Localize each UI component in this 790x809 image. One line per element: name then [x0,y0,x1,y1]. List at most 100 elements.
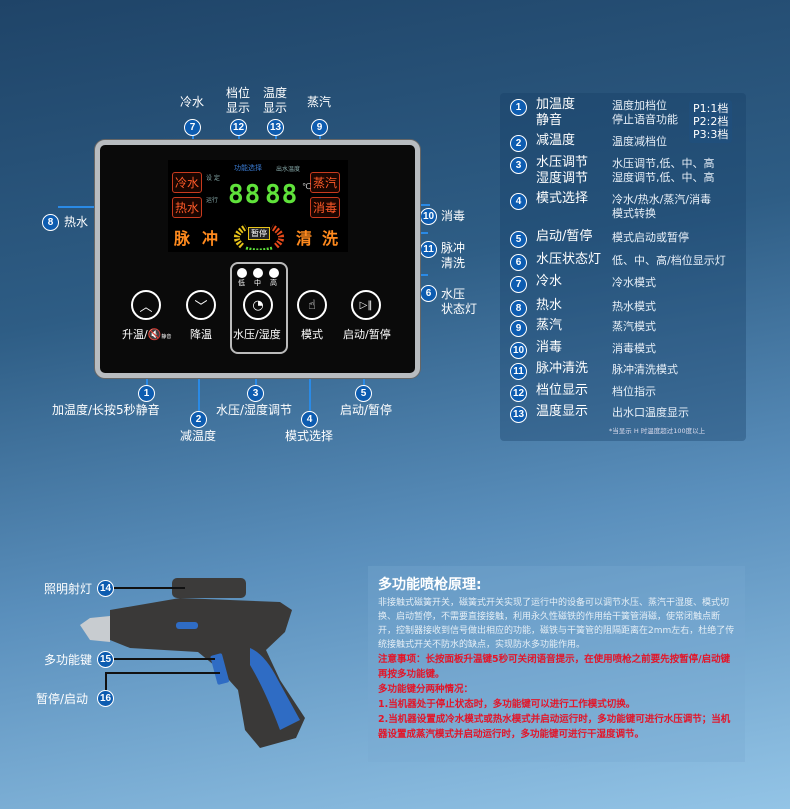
legend-value-line: 冷水模式 [612,276,656,289]
legend-marker: 11 [510,363,527,380]
legend-marker: 7 [510,276,527,293]
legend-marker: 12 [510,385,527,402]
mode-hot-indicator: 热水 [172,197,203,218]
info-case-1: 1.当机器处于停止状态时，多功能键可以进行工作模式切换。 [378,699,636,710]
marker-6: 6 [420,285,437,302]
gear-p3: P3:3档 [693,128,729,141]
callout-label: 多功能键 [44,653,93,667]
light-high-label: 高 [270,279,277,287]
legend-key: 热水 [536,298,562,314]
chevron-down-icon: ﹀ [194,299,208,315]
mode-disinfect-indicator: 消毒 [310,197,341,218]
chevron-up-icon: ︿ [139,299,153,315]
callout-label: 减温度 [180,429,217,443]
marker-8: 8 [42,214,59,231]
temp-down-button[interactable]: ﹀ [186,290,216,320]
legend-value-line: 冷水/热水/蒸汽/消毒 [612,193,712,206]
legend-value: 消毒模式 [612,342,656,356]
callout-label: 冷水 [180,95,205,109]
pressure-group [230,262,288,354]
marker-7: 7 [184,119,201,136]
legend-key: 脉冲清洗 [536,361,588,377]
legend-value: 冷水模式 [612,276,656,290]
legend-key-line: 蒸汽 [536,318,563,333]
legend-key: 水压状态灯 [536,252,601,268]
temp-up-button[interactable]: ︿ [131,290,161,320]
callout-label: 显示 [263,101,288,115]
spray-gun-image [80,578,305,748]
marker-16: 16 [97,690,114,707]
callout-line [110,658,215,660]
gear-p1: P1:1档 [693,102,729,115]
play-pause-icon: ▷‖ [359,299,373,311]
legend-key-line: 减温度 [536,133,576,148]
legend-key-line: 湿度调节 [536,171,589,186]
callout-label: 显示 [226,101,251,115]
light-low-label: 低 [238,279,245,287]
legend-note: *当显示 H 时温度超过100度以上 [609,427,706,435]
marker-12: 12 [230,119,247,136]
level-arc-icon [233,224,285,250]
legend-value-line: 温度减档位 [612,135,667,148]
legend-value-line: 模式转换 [612,207,656,220]
lcd-display: 冷水 热水 蒸汽 消毒 设 定 运行 功能选择 出水温度 88 88 ℃ 脉 冲… [168,160,348,252]
legend-value: 蒸汽模式 [612,320,656,334]
legend-value-line: 热水模式 [612,300,656,313]
pressure-humidity-label: 水压/湿度 [233,328,281,341]
info-body: 非接触式磁簧开关，磁簧式开关实现了运行中的设备可以调节水压、蒸汽干湿度、模式切换… [378,598,735,650]
legend-value-line: 档位指示 [612,385,656,398]
legend-marker: 9 [510,320,527,337]
callout-label: 清洗 [441,256,466,270]
legend-key-line: 水压状态灯 [536,252,602,267]
legend-key-line: 消毒 [536,340,563,355]
legend-value: 水压调节,低、中、高湿度调节,低、中、高 [612,157,715,185]
legend-marker: 8 [510,300,527,317]
legend-key: 减温度 [536,133,575,149]
mode-steam-indicator: 蒸汽 [310,172,341,193]
legend-marker: 3 [510,157,527,174]
legend-marker: 6 [510,254,527,271]
mode-cold-indicator: 冷水 [172,172,203,193]
marker-1: 1 [138,385,155,402]
pressure-humidity-button[interactable]: ◔ [243,290,273,320]
legend-key: 档位显示 [536,383,588,399]
marker-15: 15 [97,651,114,668]
mode-button[interactable]: ☝ [297,290,327,320]
callout-line [105,672,107,697]
legend-key: 水压调节湿度调节 [536,155,588,187]
callout-line [198,348,200,414]
legend-value-line: 温度加档位 [612,99,667,112]
legend-value: 模式启动或暂停 [612,231,689,245]
legend-value: 热水模式 [612,300,656,314]
pulse-char: 脉 [174,229,191,248]
clean-char: 清 [296,229,313,248]
legend-key-line: 冷水 [536,274,563,289]
pulse-char: 冲 [202,229,219,248]
legend-key-line: 档位显示 [536,383,589,398]
mute-icon: 🔇 [147,328,162,341]
temp-down-label: 降温 [190,328,212,341]
callout-label: 热水 [64,215,89,229]
mode-label: 模式 [301,328,323,341]
callout-line [309,348,311,414]
legend-marker: 5 [510,231,527,248]
control-panel: 冷水 热水 蒸汽 消毒 设 定 运行 功能选择 出水温度 88 88 ℃ 脉 冲… [95,140,420,378]
info-cases-title: 多功能键分两种情况： [378,684,474,695]
legend-marker: 2 [510,135,527,152]
legend-value-line: 停止语音功能 [612,113,678,126]
info-warning: 注意事项：长按面板升温键5秒可关闭语音提示，在使用喷枪之前要先按暂停/启动键再按… [378,654,731,680]
pause-indicator: 暂停 [248,227,270,240]
legend-value: 出水口温度显示 [612,406,689,420]
callout-line [105,672,220,674]
temp-digits: 88 [265,180,299,210]
start-pause-button[interactable]: ▷‖ [351,290,381,320]
legend-key-line: 脉冲清洗 [536,361,589,376]
temp-up-text: 升温/ [122,328,148,341]
legend-marker: 1 [510,99,527,116]
light-mid-label: 中 [254,279,261,287]
callout-label: 照明射灯 [44,582,93,596]
legend-marker: 4 [510,193,527,210]
legend-key: 温度显示 [536,404,588,420]
legend-value: 脉冲清洗模式 [612,363,678,377]
marker-4: 4 [301,411,318,428]
